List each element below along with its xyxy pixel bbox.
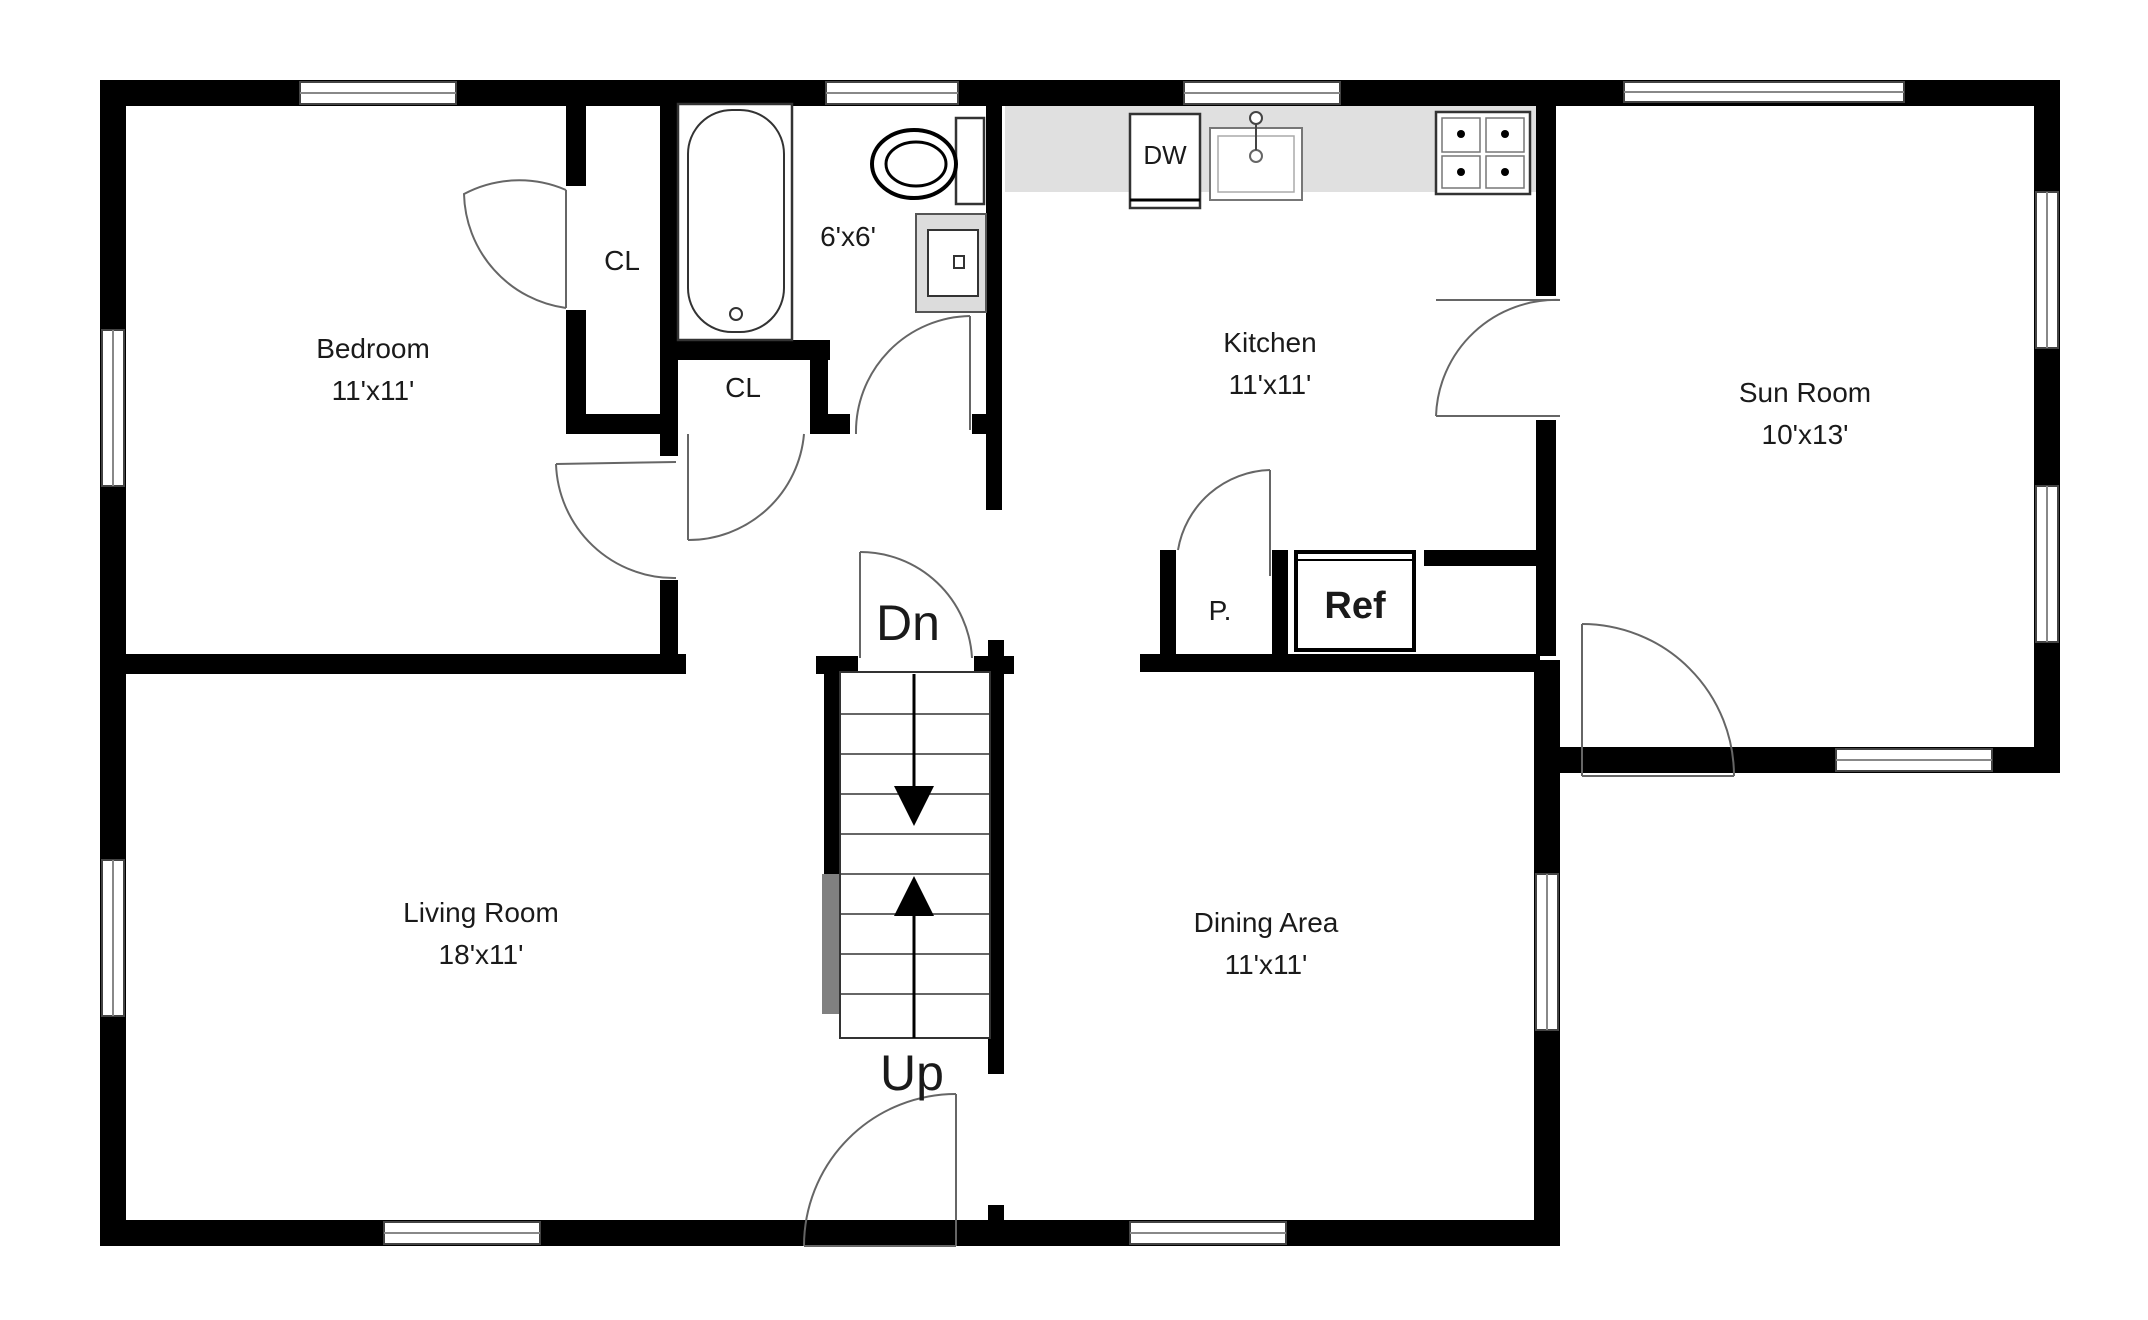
bath-size: 6'x6' <box>820 221 876 252</box>
sun-room-name: Sun Room <box>1739 377 1871 408</box>
toilet <box>870 116 986 206</box>
bath-sink <box>915 213 987 313</box>
pantry-label: P. <box>1209 595 1232 626</box>
doors <box>462 179 1735 1247</box>
windows <box>101 81 2059 1245</box>
room-labels: Bedroom 11'x11' CL CL 6'x6' Kitchen 11'x… <box>316 221 1871 1101</box>
kitchen-sink <box>1209 111 1303 201</box>
stairs-up-label: Up <box>880 1045 944 1101</box>
kitchen-size: 11'x11' <box>1229 369 1312 400</box>
dining-area-size: 11'x11' <box>1225 949 1308 980</box>
stairs-down-label: Dn <box>876 595 940 651</box>
bedroom-size: 11'x11' <box>332 375 415 406</box>
walls <box>100 80 2060 1246</box>
dining-area-name: Dining Area <box>1194 907 1339 938</box>
dishwasher: DW <box>1128 112 1202 210</box>
bedroom-closet-label: CL <box>604 245 640 276</box>
refrigerator-label: Ref <box>1324 585 1386 627</box>
hall-closet-label: CL <box>725 372 761 403</box>
dishwasher-label: DW <box>1143 140 1187 170</box>
staircase <box>822 671 991 1039</box>
bathtub <box>676 102 794 342</box>
kitchen-name: Kitchen <box>1223 327 1316 358</box>
bedroom-name: Bedroom <box>316 333 430 364</box>
refrigerator: Ref <box>1294 550 1416 652</box>
living-room-size: 18'x11' <box>439 939 524 970</box>
living-room-name: Living Room <box>403 897 559 928</box>
sun-room-size: 10'x13' <box>1762 419 1849 450</box>
stove <box>1434 110 1532 196</box>
